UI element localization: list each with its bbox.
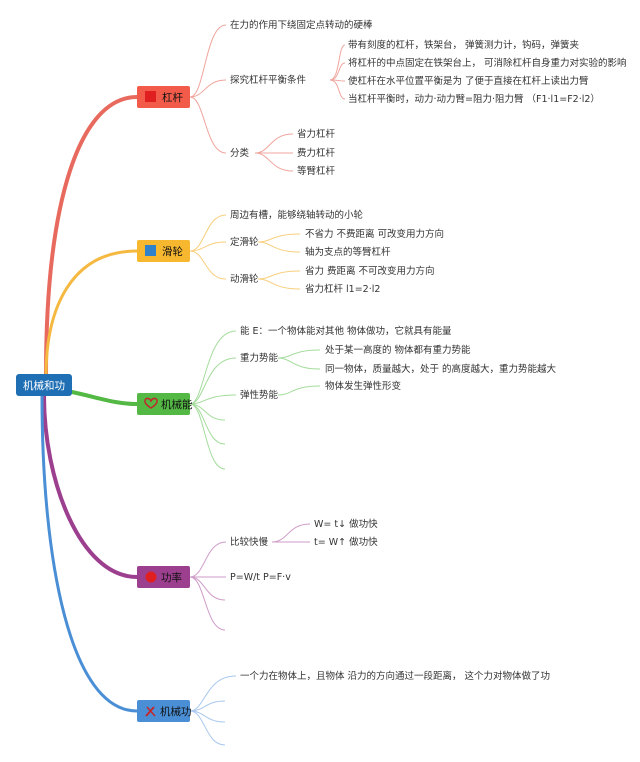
mech-energy-node[interactable]: 机械能 [137,393,193,415]
root-label: 机械和功 [23,379,65,392]
pulley-fixed-label: 定滑轮 [230,236,259,248]
power-compare-label: 比较快慢 [230,536,269,548]
power-compare-item: W= t↓ 做功快 [314,518,378,530]
red-circle-icon [145,571,157,583]
branch-lever [189,24,346,172]
work-node[interactable]: 机械功 [137,700,192,722]
power-compare-item: t= W↑ 做功快 [314,536,378,548]
main-connectors [40,95,139,713]
work-definition: 一个力在物体上，且物体 沿力的方向通过一段距离， 这个力对物体做了功 [240,670,550,682]
pulley-definition: 周边有槽，能够绕轴转动的小轮 [230,209,364,221]
work-label: 机械功 [160,705,192,718]
lever-experiment-item: 带有刻度的杠杆，铁架台， 弹簧测力计，钩码，弹簧夹 [348,39,580,51]
branch-pulley [189,214,301,290]
lever-class-item: 等臂杠杆 [297,165,336,177]
root-node[interactable]: 机械和功 [16,374,72,396]
pulley-fixed-item: 不省力 不费距离 可改变用力方向 [305,228,444,240]
blue-square-icon [145,245,156,256]
pulley-label: 滑轮 [162,245,183,258]
lever-class-item: 费力杠杆 [297,147,336,159]
power-node[interactable]: 功率 [137,566,190,588]
branch-power [189,523,311,631]
gravitational-label: 重力势能 [240,352,279,364]
lever-experiment-item: 使杠杆在水平位置平衡是为 了便于直接在杠杆上读出力臂 [348,75,589,87]
lever-label: 杠杆 [162,91,183,104]
connector-mech-energy [70,390,139,406]
connector-pulley [44,249,139,378]
red-square-icon [145,91,156,102]
lever-node[interactable]: 杠杆 [137,86,190,108]
pulley-movable-item: 省力 费距离 不可改变用力方向 [305,265,435,277]
lever-definition: 在力的作用下绕固定点转动的硬棒 [230,19,373,31]
lever-experiment-item: 当杠杆平衡时，动力·动力臂=阻力·阻力臂 （F1·l1=F2·l2） [348,93,600,105]
mech-energy-label: 机械能 [161,398,193,411]
pulley-node[interactable]: 滑轮 [137,240,190,262]
branch-work [189,675,237,746]
tools-icon [145,706,156,717]
branch-mech-energy [189,330,321,470]
connector-power [42,394,139,579]
connector-work [40,394,139,713]
pulley-fixed-item: 轴为支点的等臂杠杆 [305,246,391,258]
elastic-label: 弹性势能 [240,389,279,401]
heart-icon [144,397,158,409]
gravitational-item: 处于某一高度的 物体都有重力势能 [325,344,471,356]
mech-energy-definition: 能 E：一个物体能对其他 物体做功，它就具有能量 [240,325,452,337]
lever-class-item: 省力杠杆 [297,128,336,140]
elastic-item: 物体发生弹性形变 [325,380,402,392]
power-formula: P=W/t P=F·v [230,572,291,583]
pulley-movable-label: 动滑轮 [230,273,259,285]
lever-experiment-label: 探究杠杆平衡条件 [230,74,307,86]
lever-experiment-item: 将杠杆的中点固定在铁架台上， 可消除杠杆自身重力对实验的影响 [348,57,627,69]
pulley-movable-item: 省力杠杆 l1=2·l2 [305,283,380,295]
gravitational-item: 同一物体，质量越大，处于 的高度越大，重力势能越大 [325,363,557,375]
lever-classification-label: 分类 [230,147,250,159]
connector-lever [44,95,139,376]
power-label: 功率 [161,571,182,584]
